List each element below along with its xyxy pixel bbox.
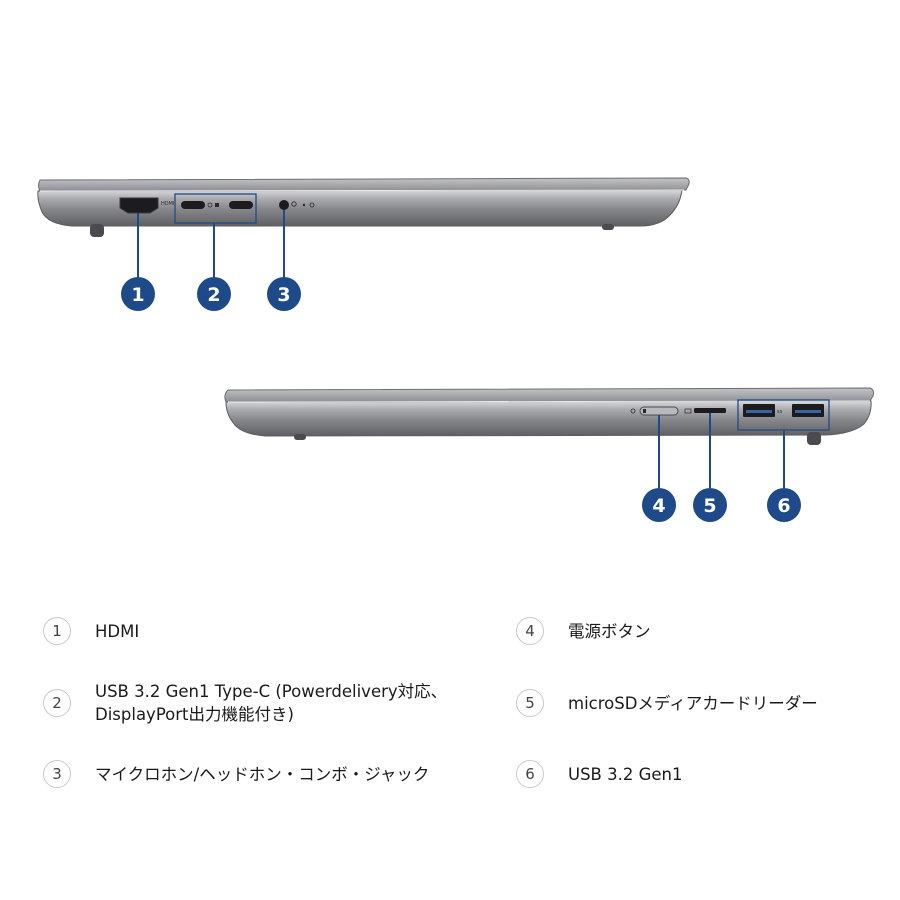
- usb-c-ports: [174, 193, 257, 224]
- legend-text-4: 電源ボタン: [568, 621, 651, 641]
- right-view-lid: [224, 387, 875, 403]
- callout-badge-4: 4: [642, 488, 676, 522]
- callout-badge-3: 3: [267, 277, 301, 311]
- superspeed-icon: ss: [777, 409, 783, 415]
- legend-item-2: 2 USB 3.2 Gen1 Type-C (Powerdelivery対応、 …: [43, 680, 447, 726]
- legend-text-1: HDMI: [95, 621, 140, 641]
- usb-c-highlight-box: [174, 193, 257, 224]
- callout-badge-5: 5: [693, 488, 727, 522]
- svg-text:5: 5: [703, 495, 716, 517]
- laptop-side-views: HDMI 1 2: [37, 177, 875, 522]
- left-view-base: [37, 189, 683, 227]
- callout-badge-1: 1: [121, 277, 155, 311]
- svg-text:2: 2: [207, 284, 220, 306]
- left-view-front-foot: [90, 224, 104, 237]
- right-side-view: ss 4 5 6: [224, 387, 875, 522]
- legend-number-4: 4: [516, 617, 544, 645]
- svg-text:4: 4: [652, 495, 665, 517]
- legend-number-6: 6: [516, 760, 544, 788]
- port-legend: 1 HDMI 2 USB 3.2 Gen1 Type-C (Powerdeliv…: [0, 605, 900, 805]
- legend-text-2: USB 3.2 Gen1 Type-C (Powerdelivery対応、 Di…: [95, 682, 448, 724]
- legend-text-3: マイクロホン/ヘッドホン・コンボ・ジャック: [95, 764, 430, 784]
- legend-item-1: 1 HDMI: [43, 617, 139, 645]
- svg-text:6: 6: [777, 495, 790, 517]
- sd-card-icon: [684, 408, 692, 414]
- left-view-lid: [38, 177, 690, 192]
- left-view-rear-foot: [602, 224, 614, 230]
- legend-text-6: USB 3.2 Gen1: [568, 764, 683, 784]
- power-delivery-icon: [207, 202, 213, 208]
- callout-badge-2: 2: [197, 277, 231, 311]
- headphone-icon: [309, 202, 315, 208]
- legend-number-2: 2: [43, 689, 71, 717]
- left-side-view: HDMI 1 2: [37, 177, 690, 311]
- headset-icon: [291, 201, 297, 207]
- callout-badge-6: 6: [767, 488, 801, 522]
- legend-item-5: 5 microSDメディアカードリーダー: [516, 689, 818, 717]
- hdmi-port: HDMI: [119, 197, 174, 214]
- legend-item-3: 3 マイクロホン/ヘッドホン・コンボ・ジャック: [43, 760, 429, 788]
- hdmi-marking: HDMI: [161, 201, 174, 207]
- legend-item-6: 6 USB 3.2 Gen1: [516, 760, 683, 788]
- legend-number-5: 5: [516, 689, 544, 717]
- audio-jack: [279, 200, 315, 210]
- legend-text-5: microSDメディアカードリーダー: [568, 693, 818, 713]
- power-icon: [630, 408, 636, 414]
- displayport-icon: [215, 203, 219, 207]
- right-view-rear-foot: [807, 432, 821, 445]
- diagram-stage: HDMI 1 2: [37, 177, 875, 522]
- svg-text:3: 3: [277, 284, 290, 306]
- svg-text:1: 1: [131, 284, 144, 306]
- legend-number-3: 3: [43, 760, 71, 788]
- legend-number-1: 1: [43, 617, 71, 645]
- legend-item-4: 4 電源ボタン: [516, 617, 651, 645]
- right-view-front-foot: [294, 434, 306, 440]
- microsd-slot: [684, 408, 726, 414]
